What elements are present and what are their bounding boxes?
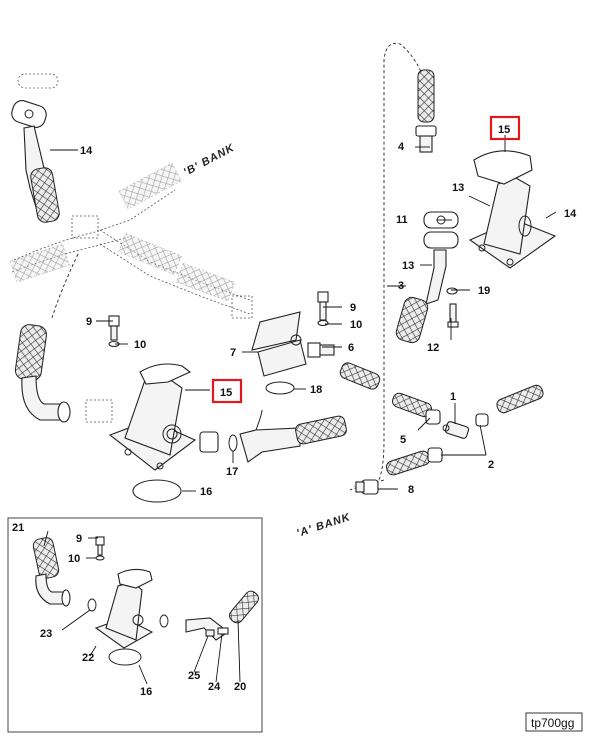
part-23-o-ring (87, 598, 97, 612)
callout-labels: 14 15 4 13 14 11 13 3 19 12 9 10 9 10 7 … (12, 124, 577, 698)
inset-o-ring (159, 614, 169, 628)
a-bank-label: 'A' BANK (295, 511, 352, 540)
callout-9-inset: 9 (76, 533, 82, 545)
callout-18: 18 (310, 384, 322, 396)
callout-10-top: 10 (350, 319, 362, 331)
callout-13-top: 13 (452, 182, 464, 194)
part-1-tee-fitting (442, 421, 470, 439)
part-9-inset-bolt (95, 536, 105, 556)
part-8-connector (355, 479, 379, 495)
highlight-box-15-top (489, 115, 521, 141)
center-exhaust-pipe (199, 409, 347, 463)
callout-16-main: 16 (200, 486, 212, 498)
part-2-braided-hoses (385, 384, 544, 476)
left-exhaust-elbow (14, 324, 71, 423)
part-19-washer (446, 287, 458, 295)
callout-8: 8 (408, 484, 414, 496)
callout-17: 17 (226, 466, 238, 478)
callout-16-inset: 16 (140, 686, 152, 698)
part-15-mount-bracket-top (468, 150, 557, 269)
callout-1: 1 (450, 391, 456, 403)
callout-19: 19 (478, 285, 490, 297)
callout-14-left: 14 (80, 145, 93, 157)
figure-tag-box (525, 712, 583, 732)
part-10-inset-washer (95, 555, 105, 561)
right-exhaust-pipe-13 (395, 231, 459, 344)
callout-7: 7 (230, 347, 236, 359)
part-17-o-ring (228, 434, 238, 452)
callout-22: 22 (82, 652, 94, 664)
b-bank-label: 'B' BANK (182, 142, 237, 179)
left-dashed-hose (51, 253, 79, 319)
highlight-box-15-mid (211, 378, 243, 404)
callout-6: 6 (348, 342, 354, 354)
callout-9-left: 9 (86, 316, 92, 328)
part-10-washer-top (317, 319, 329, 327)
part-14-left-exhaust-pipe (11, 100, 60, 223)
inset-detail-box (7, 517, 263, 733)
callout-13-mid: 13 (402, 260, 414, 272)
part-22-inset-bracket (94, 568, 154, 649)
callout-20: 20 (234, 681, 246, 693)
callout-5: 5 (400, 434, 406, 446)
callout-11: 11 (396, 214, 408, 226)
callout-15-top: 15 (498, 124, 510, 136)
part-12-stud (447, 303, 459, 328)
part-16-inset-gasket (108, 648, 142, 666)
figure-tag: tp700gg (531, 716, 574, 730)
callout-25: 25 (188, 670, 200, 682)
part-5-braided-hose (392, 392, 441, 425)
part-16-gasket-main (132, 479, 182, 503)
callout-23: 23 (40, 628, 52, 640)
part-15-mount-bracket-main (108, 363, 197, 471)
callout-4: 4 (398, 141, 405, 153)
callout-21: 21 (12, 522, 24, 534)
part-24-inset-clamp (217, 627, 229, 635)
part-18-o-ring (265, 381, 295, 395)
part-7-support-bracket (251, 311, 307, 377)
callout-10-left: 10 (134, 339, 146, 351)
braided-hose-near-6 (339, 362, 381, 390)
part-3-dashed-hose (353, 42, 429, 491)
part-6-adapter-fitting (307, 342, 335, 358)
leader-lines (43, 135, 557, 685)
part-4-fitting (415, 69, 437, 153)
part-21-inset-pipe (32, 537, 71, 607)
callout-24: 24 (208, 681, 221, 693)
callout-2: 2 (488, 459, 494, 471)
callout-14-right: 14 (564, 208, 577, 220)
callout-9-top: 9 (350, 302, 356, 314)
callout-12: 12 (427, 342, 439, 354)
callout-3: 3 (398, 280, 404, 292)
part-9-bolt-left (108, 315, 120, 341)
lower-dashed-hose (349, 479, 385, 491)
callout-15-mid: 15 (220, 387, 232, 399)
part-25-inset-fitting (205, 629, 215, 637)
b-bank-ghost-assembly (9, 73, 253, 423)
callout-10-inset: 10 (68, 553, 80, 565)
part-9-bolt-top (317, 291, 329, 321)
